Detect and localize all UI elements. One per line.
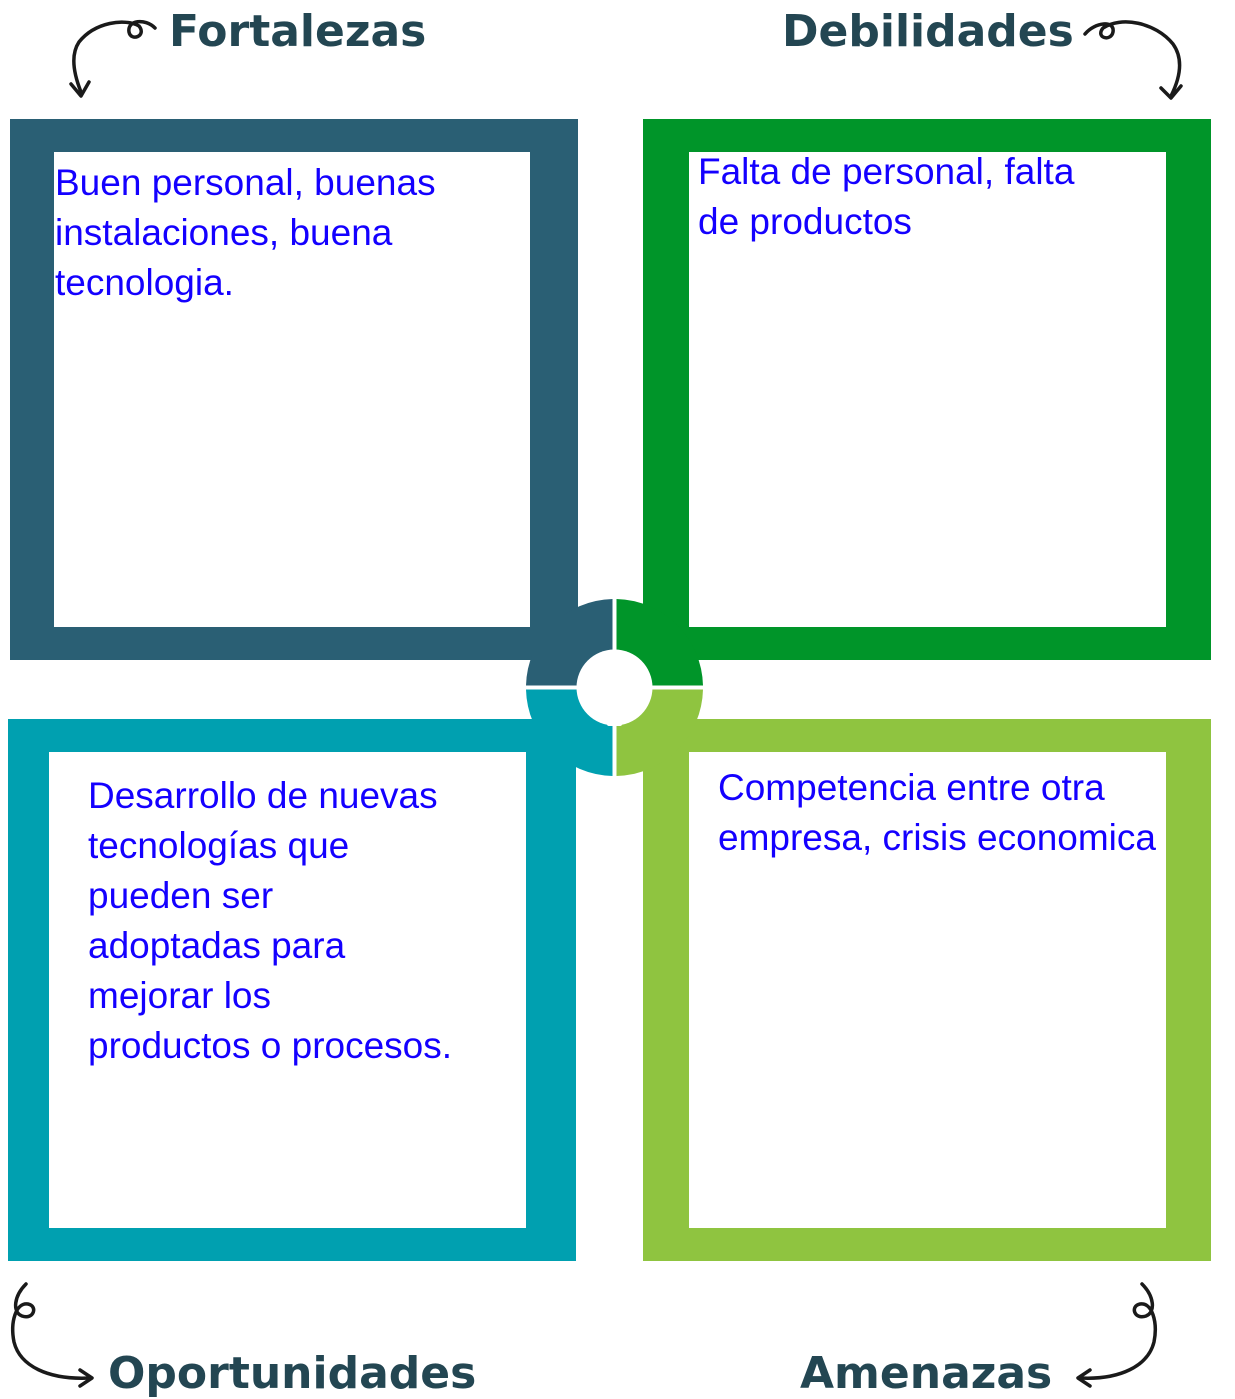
text-line: mejorar los	[88, 975, 271, 1016]
text-line: pueden ser	[88, 875, 274, 916]
curly-arrow-icon	[11, 1282, 94, 1388]
opportunities-text: Desarrollo de nuevas tecnologías que pue…	[88, 771, 452, 1071]
weaknesses-text: Falta de personal, falta de productos	[698, 147, 1074, 247]
strengths-panel	[10, 119, 578, 660]
curly-arrow-icon	[69, 19, 157, 98]
weaknesses-panel	[643, 119, 1211, 660]
threats-text: Competencia entre otra empresa, crisis e…	[718, 763, 1156, 863]
text-line: tecnologia.	[55, 262, 234, 303]
lightbulb-icon	[588, 656, 641, 726]
center-hub	[526, 599, 703, 776]
threats-panel	[643, 719, 1211, 1261]
text-line: Competencia entre otra	[718, 767, 1105, 808]
strengths-text: Buen personal, buenas instalaciones, bue…	[55, 158, 436, 308]
curly-arrow-icon	[1083, 20, 1183, 100]
heading-strengths: Fortalezas	[169, 6, 427, 57]
heading-opportunities: Oportunidades	[108, 1348, 477, 1399]
opportunities-panel	[8, 719, 576, 1261]
text-line: productos o procesos.	[88, 1025, 453, 1066]
text-line: Falta de personal, falta	[698, 151, 1075, 192]
heading-threats: Amenazas	[800, 1348, 1053, 1399]
curly-arrow-icon	[1076, 1282, 1157, 1388]
text-line: tecnologías que	[88, 825, 350, 866]
text-line: empresa, crisis economica	[718, 817, 1156, 858]
text-line: Buen personal, buenas	[55, 162, 436, 203]
text-line: de productos	[698, 201, 912, 242]
heading-weaknesses: Debilidades	[782, 6, 1074, 57]
text-line: instalaciones, buena	[55, 212, 393, 253]
text-line: adoptadas para	[88, 925, 346, 966]
text-line: Desarrollo de nuevas	[88, 775, 438, 816]
